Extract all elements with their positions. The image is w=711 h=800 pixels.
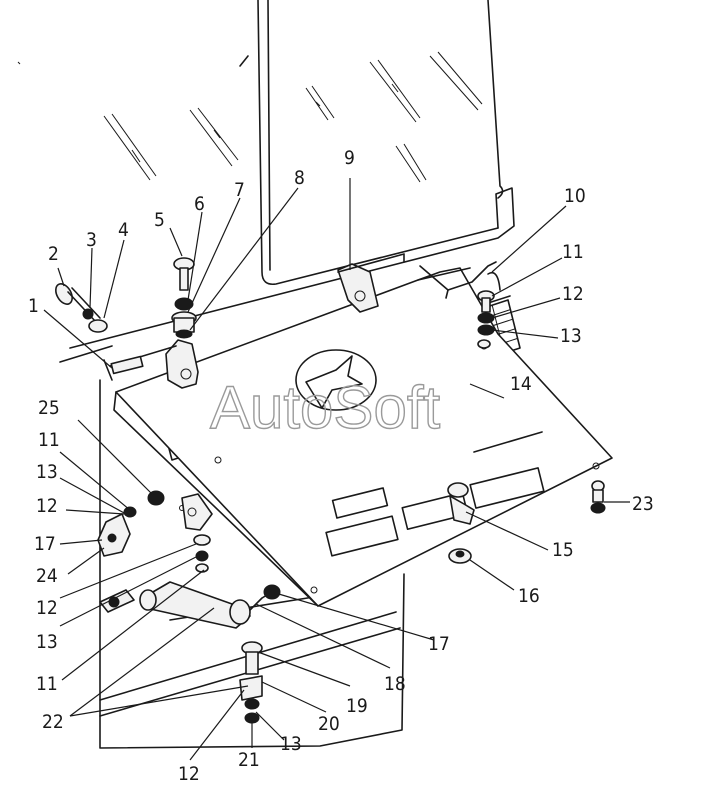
callout-5: 5 — [154, 209, 165, 231]
callout-8: 8 — [294, 167, 305, 189]
callout-12-top: 12 — [562, 283, 584, 305]
watermark: AutoSoft — [210, 374, 440, 441]
callout-13-mid: 13 — [36, 631, 58, 653]
callout-6: 6 — [194, 193, 205, 215]
leader-lines — [43, 178, 630, 761]
callout-9: 9 — [344, 147, 355, 169]
hinge-center — [337, 253, 405, 313]
callout-15: 15 — [552, 539, 574, 561]
callout-17-left: 17 — [34, 533, 56, 555]
callout-7: 7 — [234, 179, 245, 201]
windshield-frame — [17, 0, 515, 381]
callout-13-top: 13 — [560, 325, 582, 347]
callout-12-bottom: 12 — [178, 763, 200, 785]
emblem — [295, 349, 377, 411]
callout-4: 4 — [118, 219, 129, 241]
callout-12-left: 12 — [36, 495, 58, 517]
bolt-stack-right — [477, 271, 501, 349]
hinge-left — [109, 339, 199, 389]
hood-panel — [113, 267, 613, 607]
hinge-right — [419, 261, 497, 299]
callout-11-mid: 11 — [36, 673, 58, 695]
callout-25: 25 — [38, 397, 60, 419]
callout-18: 18 — [384, 673, 406, 695]
callout-13-bottom: 13 — [280, 733, 302, 755]
callout-21: 21 — [238, 749, 260, 771]
callout-22: 22 — [42, 711, 64, 733]
callout-20: 20 — [318, 713, 340, 735]
bolt-left — [55, 283, 108, 333]
callout-24: 24 — [36, 565, 58, 587]
bolt-stack-top-left — [171, 257, 197, 339]
callout-10: 10 — [564, 185, 586, 207]
callout-11-left: 11 — [38, 429, 60, 451]
callout-12-mid: 12 — [36, 597, 58, 619]
hood-latch — [447, 482, 475, 564]
bolt-right — [590, 480, 606, 514]
bolt-stack-bottom — [239, 641, 263, 724]
callout-13-left: 13 — [36, 461, 58, 483]
gas-strut — [99, 581, 281, 629]
callout-16: 16 — [518, 585, 540, 607]
callout-14: 14 — [510, 373, 532, 395]
callout-17-right: 17 — [428, 633, 450, 655]
callout-23: 23 — [632, 493, 654, 515]
callout-3: 3 — [86, 229, 97, 251]
callout-1: 1 — [28, 295, 39, 317]
callout-11-top: 11 — [562, 241, 584, 263]
callout-19: 19 — [346, 695, 368, 717]
callouts: 1 2 3 4 5 6 7 8 9 10 11 12 13 14 25 11 1… — [28, 147, 654, 785]
callout-2: 2 — [48, 243, 59, 265]
